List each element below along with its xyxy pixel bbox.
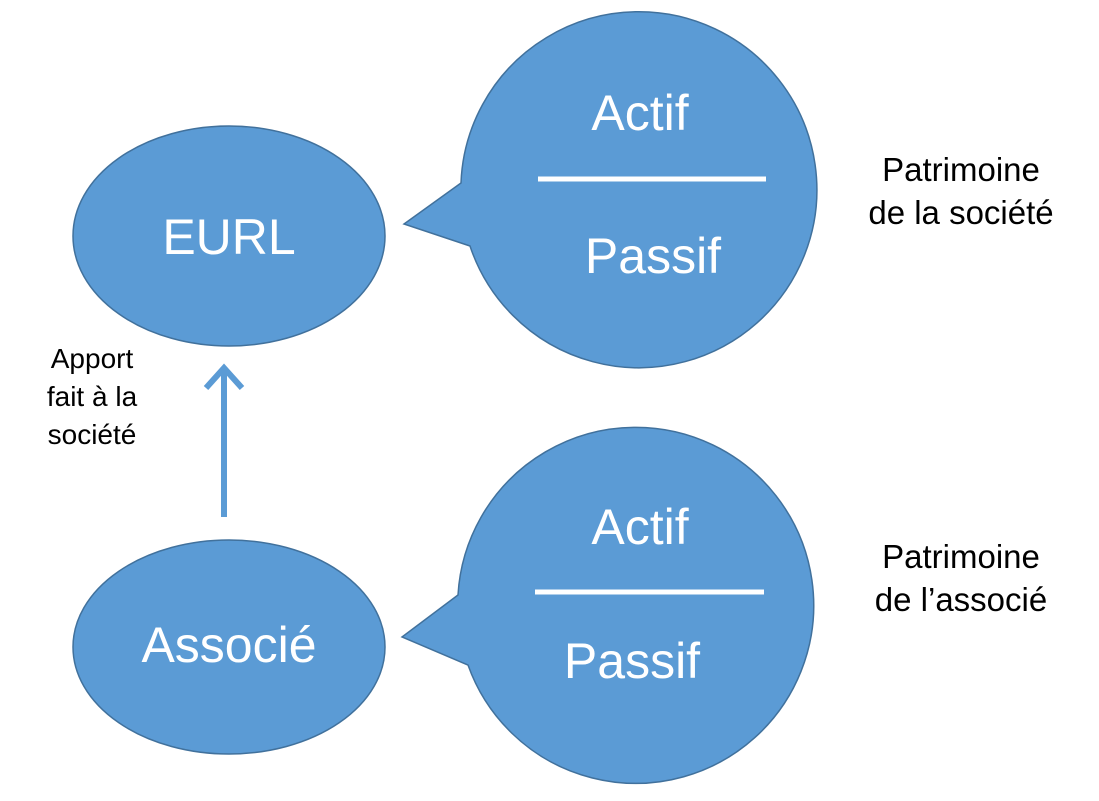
eurl-label: EURL — [162, 209, 296, 265]
apport-label-line1: Apport — [50, 343, 134, 374]
associe-label: Associé — [141, 617, 317, 673]
associe-caption-line1: Patrimoine — [882, 538, 1040, 575]
associe-actif-label: Actif — [591, 499, 689, 555]
associe-caption: Patrimoine de l’associé — [841, 536, 1081, 622]
associe-caption-line2: de l’associé — [874, 580, 1048, 618]
associe-ellipse — [72, 539, 386, 755]
apport-label: Apport fait à la société — [22, 340, 162, 454]
apport-label-line2: fait à la — [46, 381, 138, 413]
eurl-ellipse — [72, 125, 386, 347]
societe-caption-line1: Patrimoine — [882, 151, 1040, 188]
societe-caption-line2: de la société — [868, 193, 1054, 231]
societe-caption: Patrimoine de la société — [841, 149, 1081, 235]
societe-patrimoine-balloon — [402, 11, 818, 369]
associe-patrimoine-balloon — [400, 426, 815, 785]
societe-passif-label: Passif — [584, 228, 722, 284]
apport-arrow — [203, 363, 245, 517]
apport-label-line3: société — [47, 419, 137, 451]
societe-actif-label: Actif — [591, 85, 689, 141]
associe-passif-label: Passif — [563, 633, 701, 689]
